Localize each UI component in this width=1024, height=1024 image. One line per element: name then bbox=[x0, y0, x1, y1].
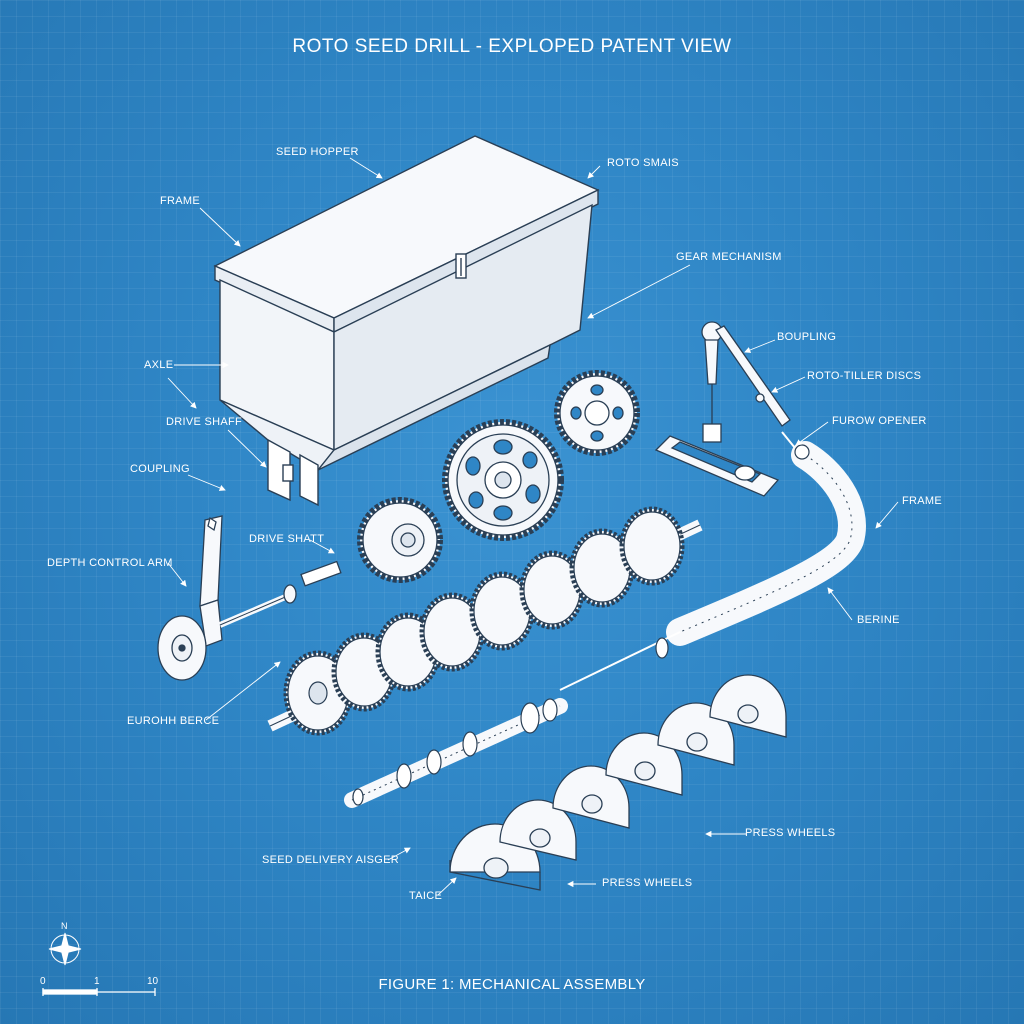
press-wheels bbox=[449, 674, 787, 891]
label-boupling: BOUPLING bbox=[777, 331, 837, 343]
medium-gear-left bbox=[357, 497, 443, 583]
figure-caption: FIGURE 1: MECHANICAL ASSEMBLY bbox=[378, 976, 646, 993]
label-furow-opener: FUROW OPENER bbox=[832, 415, 927, 427]
label-roto-tiller-discs: ROTO-TILLER DISCS bbox=[807, 370, 922, 382]
diagram-title: ROTO SEED DRILL - EXPLOPED PATENT VIEW bbox=[292, 36, 732, 57]
seed-hopper bbox=[213, 135, 600, 507]
scale-start-label: 0 bbox=[40, 976, 46, 987]
label-drive-shaff: DRIVE SHAFF bbox=[166, 416, 243, 428]
roto-tiller-disc-assembly bbox=[267, 506, 703, 736]
large-gear bbox=[442, 419, 564, 541]
depth-control-arm bbox=[157, 515, 342, 681]
label-eurorh-berce: EUROHH BERCE bbox=[127, 715, 220, 727]
label-drive-shaft: DRIVE SHATT bbox=[249, 533, 325, 545]
label-berine: BERINE bbox=[857, 614, 900, 626]
label-seed-delivery-auger: SEED DELIVERY AISGER bbox=[262, 854, 400, 866]
seed-delivery-auger bbox=[344, 698, 568, 808]
label-taice: TAICE bbox=[409, 890, 443, 902]
scale-bar bbox=[42, 988, 156, 996]
small-gear-top bbox=[554, 370, 640, 456]
label-press-wheels-1: PRESS WHEELS bbox=[745, 827, 836, 839]
label-roto-smais: ROTO SMAIS bbox=[607, 157, 679, 169]
scale-mid-label: 1 bbox=[94, 976, 100, 987]
scale-end-label: 10 bbox=[147, 976, 159, 987]
compass-rose-icon bbox=[48, 932, 82, 966]
coupling-link bbox=[654, 321, 791, 497]
label-coupling: COUPLING bbox=[130, 463, 190, 475]
label-seed-hopper: SEED HOPPER bbox=[276, 146, 359, 158]
label-axle: AXLE bbox=[144, 359, 174, 371]
compass-north-label: N bbox=[61, 921, 68, 931]
label-gear-mechanism: GEAR MECHANISM bbox=[676, 251, 782, 263]
leader-lines bbox=[167, 157, 899, 896]
label-depth-control-arm: DEPTH CONTROL ARM bbox=[47, 557, 173, 569]
label-frame-top: FRAME bbox=[160, 195, 200, 207]
label-press-wheels-2: PRESS WHEELS bbox=[602, 877, 693, 889]
label-frame-right: FRAME bbox=[902, 495, 942, 507]
